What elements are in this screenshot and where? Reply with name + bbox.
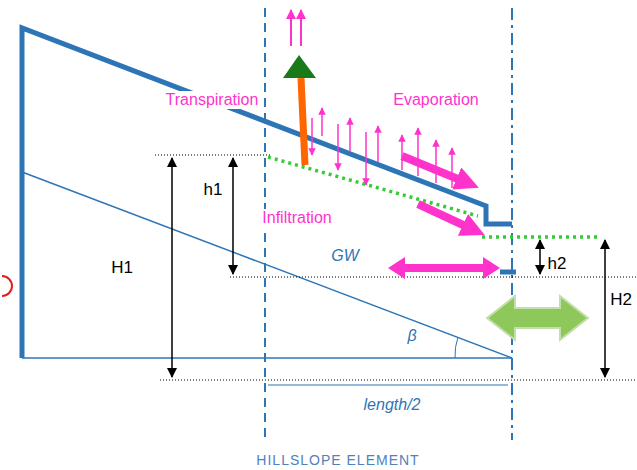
element-caption: HILLSLOPE ELEMENT [254,452,421,468]
diagram-label: β [405,327,418,345]
diagram-label: length/2 [362,396,423,414]
flux-arrow [417,128,419,176]
flux-arrow [321,108,323,136]
flux-arrow [311,118,313,155]
water-table [482,235,600,239]
flux-arrow [337,124,339,170]
flux-arrow [377,126,379,162]
dimension-arrow [232,158,234,274]
tree-trunk [301,78,305,165]
dimension-arrow [604,240,606,377]
flux-arrow [401,135,403,170]
reference-line [160,380,637,381]
base-line [22,357,512,359]
dimension-arrow [171,158,173,377]
diagram-label: h1 [202,180,225,200]
stream-bed [500,270,516,275]
ground-surface [22,28,512,358]
water-table [268,157,478,216]
diagram-label: Evaporation [391,91,480,109]
angle-arc [455,337,458,358]
dimension-arrow [539,240,541,274]
diagram-label: Infiltration [260,209,333,227]
diagram-label: H1 [109,258,135,278]
flux-arrow [451,148,453,188]
groundwater-arrow [388,257,500,279]
diagram-label: Transpiration [164,91,261,109]
diagram-label: h2 [546,254,569,274]
flux-arrow [435,140,437,183]
reference-line [155,155,272,156]
diagram-label: GW [329,247,361,265]
flux-arrow [365,132,367,185]
reference-line [230,277,637,278]
flux-arrows [312,108,452,188]
flux-arrow [349,118,351,152]
flux-arrow [290,10,292,46]
flux-arrow [300,10,302,46]
cut-circle [2,276,12,296]
dimension-arrow [268,384,508,385]
tree-crown [283,55,316,78]
subsurface-flow-arrow [418,204,476,231]
diagram-label: H2 [608,290,634,310]
overland-flow-arrow [402,156,470,184]
stream-exchange-arrow [487,296,588,340]
bedrock-line [22,172,512,358]
